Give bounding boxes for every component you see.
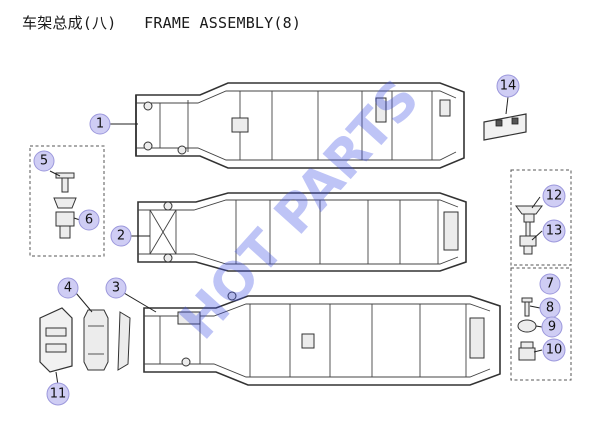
callout-9: 9 — [541, 316, 563, 338]
callout-2: 2 — [110, 225, 132, 247]
detail-box-left — [29, 145, 105, 257]
svg-text:1: 1 — [96, 117, 104, 132]
callout-13: 13 — [542, 219, 566, 243]
bracket-part-11 — [39, 307, 73, 373]
svg-text:5: 5 — [40, 154, 48, 169]
crossmember-part-4 — [83, 309, 131, 371]
detail-box-right-upper — [510, 169, 572, 266]
callout-7: 7 — [539, 273, 561, 295]
callout-10: 10 — [542, 338, 566, 362]
leader-lines — [49, 96, 543, 386]
svg-text:7: 7 — [546, 277, 554, 292]
frame-assembly-3 — [143, 291, 501, 386]
callout-1: 1 — [89, 113, 111, 135]
detail-box-right-lower — [510, 267, 572, 381]
svg-text:11: 11 — [50, 387, 67, 402]
callout-8: 8 — [539, 297, 561, 319]
mount-part-10 — [518, 341, 536, 361]
bushing-part-12 — [515, 205, 543, 223]
svg-text:6: 6 — [85, 213, 93, 228]
washer-part-9 — [517, 319, 537, 333]
svg-text:14: 14 — [500, 79, 517, 94]
watermark-text: HOT PARTS — [169, 69, 431, 351]
page-title: 车架总成(八) FRAME ASSEMBLY(8) — [22, 14, 302, 32]
svg-text:4: 4 — [64, 281, 72, 296]
frame-assembly-1 — [135, 82, 465, 169]
callout-11: 11 — [46, 382, 70, 406]
callout-3: 3 — [105, 277, 127, 299]
mount-part-6 — [53, 197, 77, 239]
svg-text:13: 13 — [546, 224, 563, 239]
frame-assembly-2 — [137, 192, 467, 272]
callout-14: 14 — [496, 74, 520, 98]
svg-text:12: 12 — [546, 189, 563, 204]
svg-text:2: 2 — [117, 229, 125, 244]
bolt-part-13 — [519, 221, 537, 255]
bolt-part-5 — [55, 172, 75, 193]
svg-text:10: 10 — [546, 343, 563, 358]
callout-12: 12 — [542, 184, 566, 208]
svg-text:9: 9 — [548, 320, 556, 335]
callout-6: 6 — [78, 209, 100, 231]
callout-5: 5 — [33, 150, 55, 172]
svg-text:8: 8 — [546, 301, 554, 316]
bracket-part-14 — [483, 113, 527, 141]
bolt-part-8 — [521, 297, 533, 317]
callout-4: 4 — [57, 277, 79, 299]
svg-text:3: 3 — [112, 281, 120, 296]
